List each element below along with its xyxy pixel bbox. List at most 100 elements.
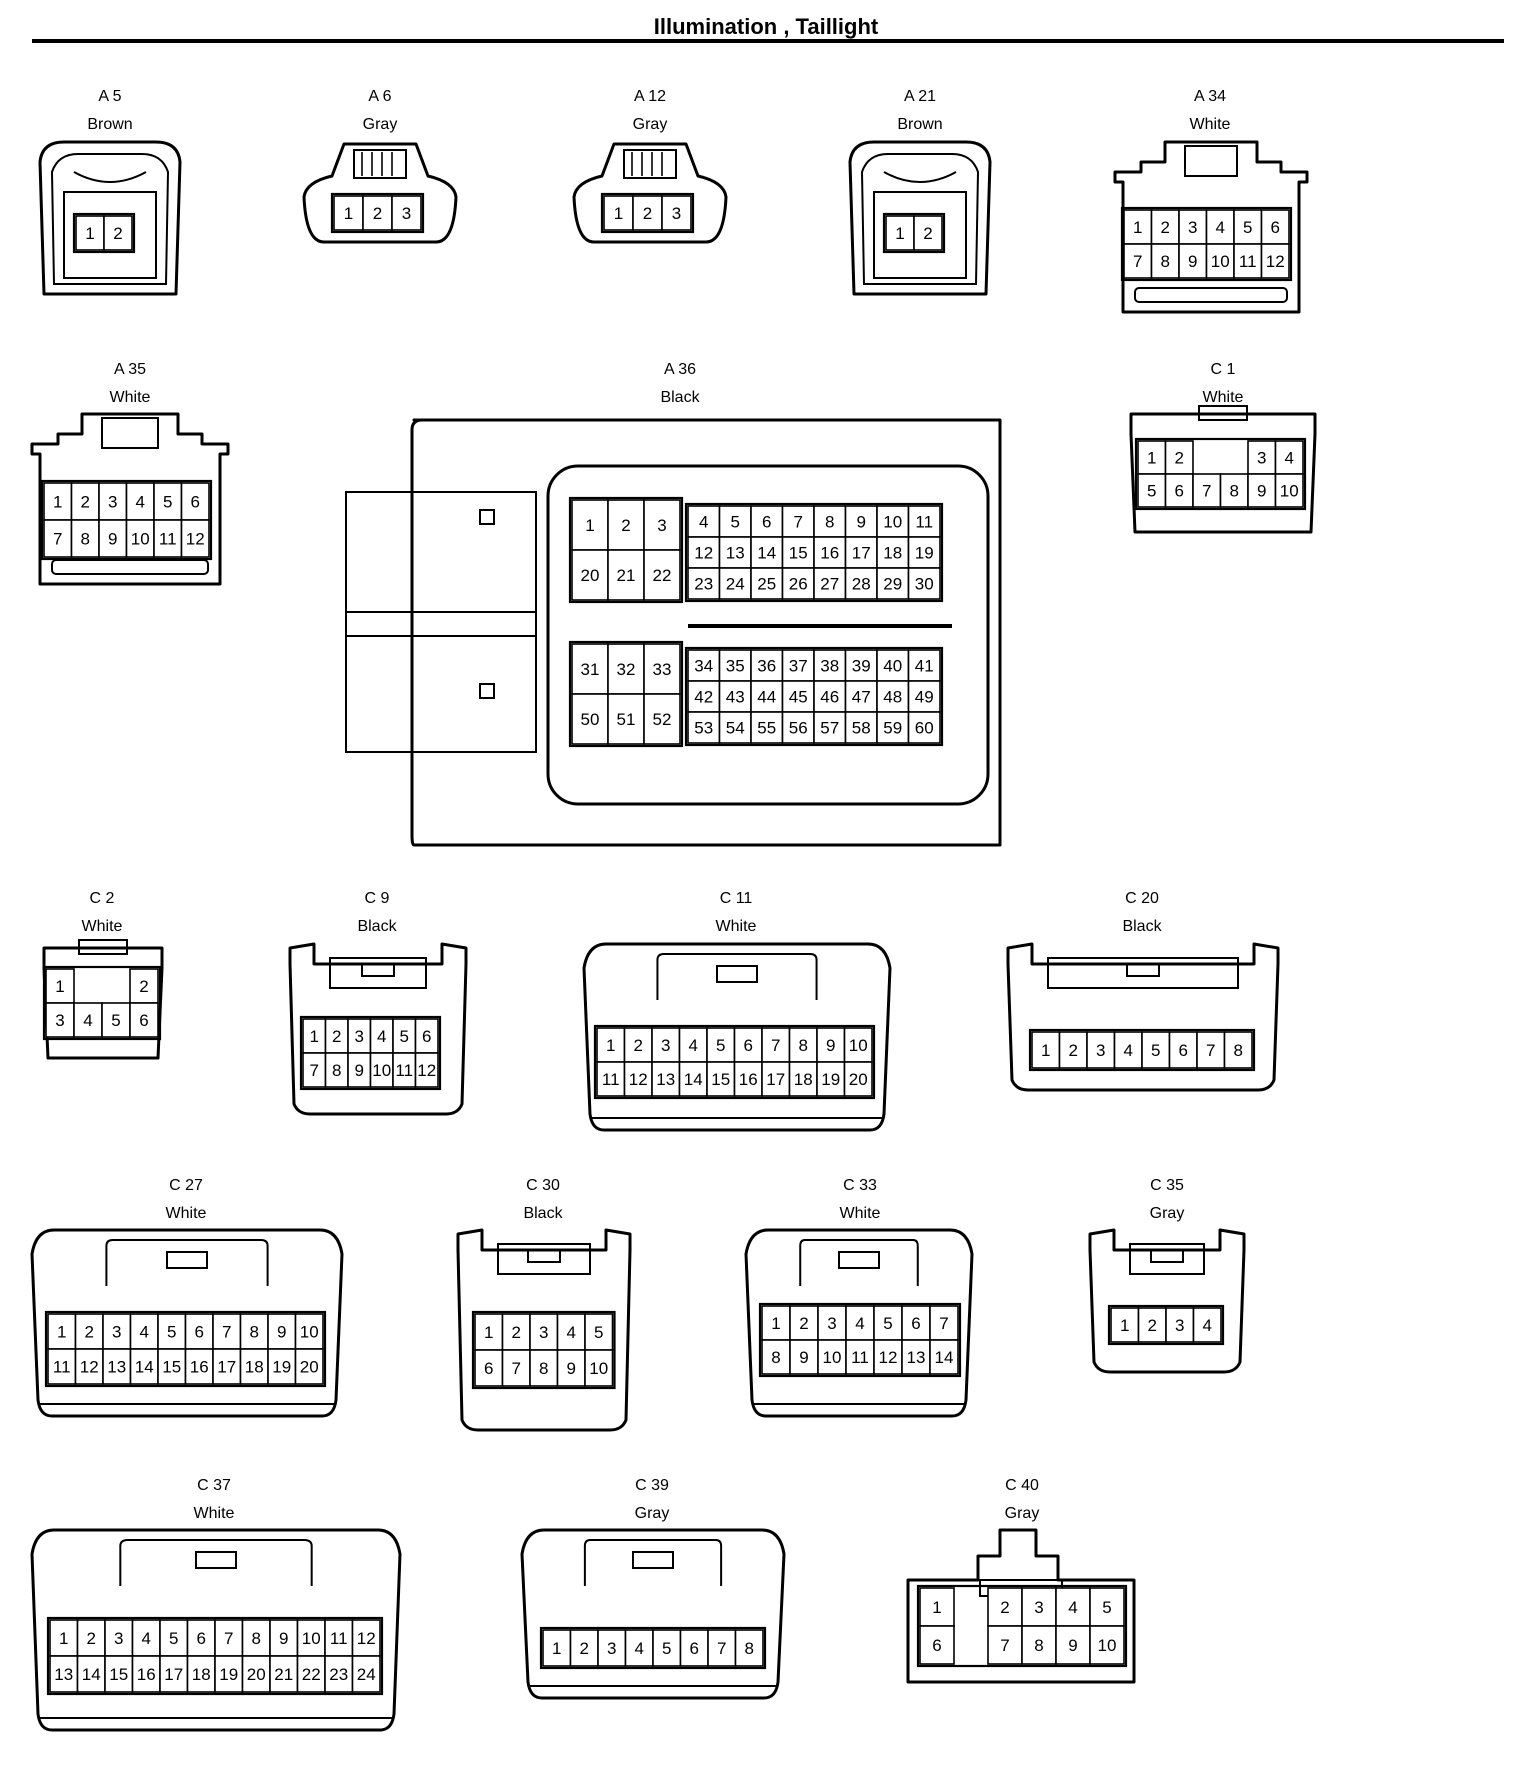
connector-color: White [82, 918, 123, 935]
pin-29: 29 [883, 575, 902, 594]
pin-9: 9 [1068, 1636, 1077, 1655]
pin-cell [103, 215, 133, 251]
connector-id: C 35 [1150, 1177, 1184, 1194]
pin-cell [351, 1619, 381, 1657]
connector-color: Black [523, 1205, 563, 1222]
pin-9: 9 [279, 1629, 288, 1648]
connector-color: Brown [897, 116, 942, 133]
pin-24: 24 [357, 1665, 376, 1684]
pin-8: 8 [1161, 252, 1170, 271]
connector-color: Gray [1150, 1205, 1185, 1222]
pin-cell [813, 505, 847, 538]
pin-10: 10 [372, 1061, 391, 1080]
connector-color: Black [660, 389, 700, 406]
page-title: Illumination , Taillight [654, 14, 879, 39]
pin-6: 6 [1175, 482, 1184, 501]
pin-14: 14 [82, 1665, 101, 1684]
pin-cell [1141, 1031, 1171, 1069]
pin-14: 14 [757, 544, 776, 563]
pin-4: 4 [699, 513, 708, 532]
pin-21: 21 [617, 566, 636, 585]
pin-cell [687, 711, 721, 744]
pin-cell [843, 1061, 873, 1097]
pin-7: 7 [310, 1061, 319, 1080]
pin-19: 19 [821, 1070, 840, 1089]
connector-id: A 5 [98, 88, 121, 105]
pin-cell [718, 711, 752, 744]
pin-19: 19 [272, 1358, 291, 1377]
pin-9: 9 [355, 1061, 364, 1080]
pin-36: 36 [757, 657, 776, 676]
pin-cell [919, 1625, 955, 1665]
pin-2: 2 [799, 1314, 808, 1333]
pin-6: 6 [191, 493, 200, 512]
pin-cell [623, 1061, 653, 1097]
pin-2: 2 [634, 1036, 643, 1055]
pin-2: 2 [1148, 1316, 1157, 1335]
pin-cell [556, 1313, 586, 1351]
pin-cell [186, 1619, 216, 1657]
pin-55: 55 [757, 719, 776, 738]
pin-cell [781, 567, 815, 600]
connector-id: A 36 [664, 361, 696, 378]
pin-60: 60 [915, 719, 934, 738]
pin-9: 9 [826, 1036, 835, 1055]
pin-1: 1 [484, 1323, 493, 1342]
pin-cell [157, 1313, 187, 1350]
pin-cell [901, 1305, 931, 1341]
pin-10: 10 [883, 513, 902, 532]
pin-9: 9 [799, 1348, 808, 1367]
pin-cell [1205, 243, 1235, 279]
pin-cell [362, 195, 393, 231]
pin-cell [1089, 1625, 1125, 1665]
pin-cell [49, 1655, 79, 1693]
pin-cell [1058, 1031, 1088, 1069]
pin-6: 6 [422, 1027, 431, 1046]
pin-10: 10 [849, 1036, 868, 1055]
pin-6: 6 [932, 1636, 941, 1655]
pin-cell [267, 1313, 297, 1350]
pin-2: 2 [1175, 449, 1184, 468]
pin-1: 1 [895, 224, 904, 243]
pin-2: 2 [332, 1027, 341, 1046]
pin-11: 11 [851, 1348, 869, 1367]
connector-color: Gray [633, 116, 668, 133]
pin-2: 2 [373, 204, 382, 223]
pin-7: 7 [1133, 252, 1142, 271]
pin-4: 4 [567, 1323, 576, 1342]
pin-cell [789, 1339, 819, 1375]
pin-cell [104, 1619, 134, 1657]
pin-1: 1 [55, 977, 64, 996]
pin-cell [788, 1061, 818, 1097]
pin-5: 5 [1147, 482, 1156, 501]
pin-2: 2 [87, 1629, 96, 1648]
pin-1: 1 [310, 1027, 319, 1046]
pin-10: 10 [1098, 1636, 1117, 1655]
pin-2: 2 [85, 1323, 94, 1342]
pin-cell [643, 549, 681, 601]
pin-11: 11 [330, 1629, 348, 1648]
pin-10: 10 [1280, 482, 1299, 501]
connector-color: White [110, 389, 151, 406]
pin-3: 3 [55, 1011, 64, 1030]
pin-15: 15 [789, 544, 808, 563]
pin-8: 8 [81, 530, 90, 549]
pin-3: 3 [402, 204, 411, 223]
connector-color: White [194, 1505, 235, 1522]
pin-cell [651, 1027, 681, 1063]
pin-4: 4 [377, 1027, 386, 1046]
pin-cell [1137, 1307, 1167, 1343]
pin-2: 2 [512, 1323, 521, 1342]
pin-10: 10 [131, 530, 150, 549]
pin-9: 9 [1188, 252, 1197, 271]
pin-8: 8 [799, 1036, 808, 1055]
pin-5: 5 [1243, 218, 1252, 237]
